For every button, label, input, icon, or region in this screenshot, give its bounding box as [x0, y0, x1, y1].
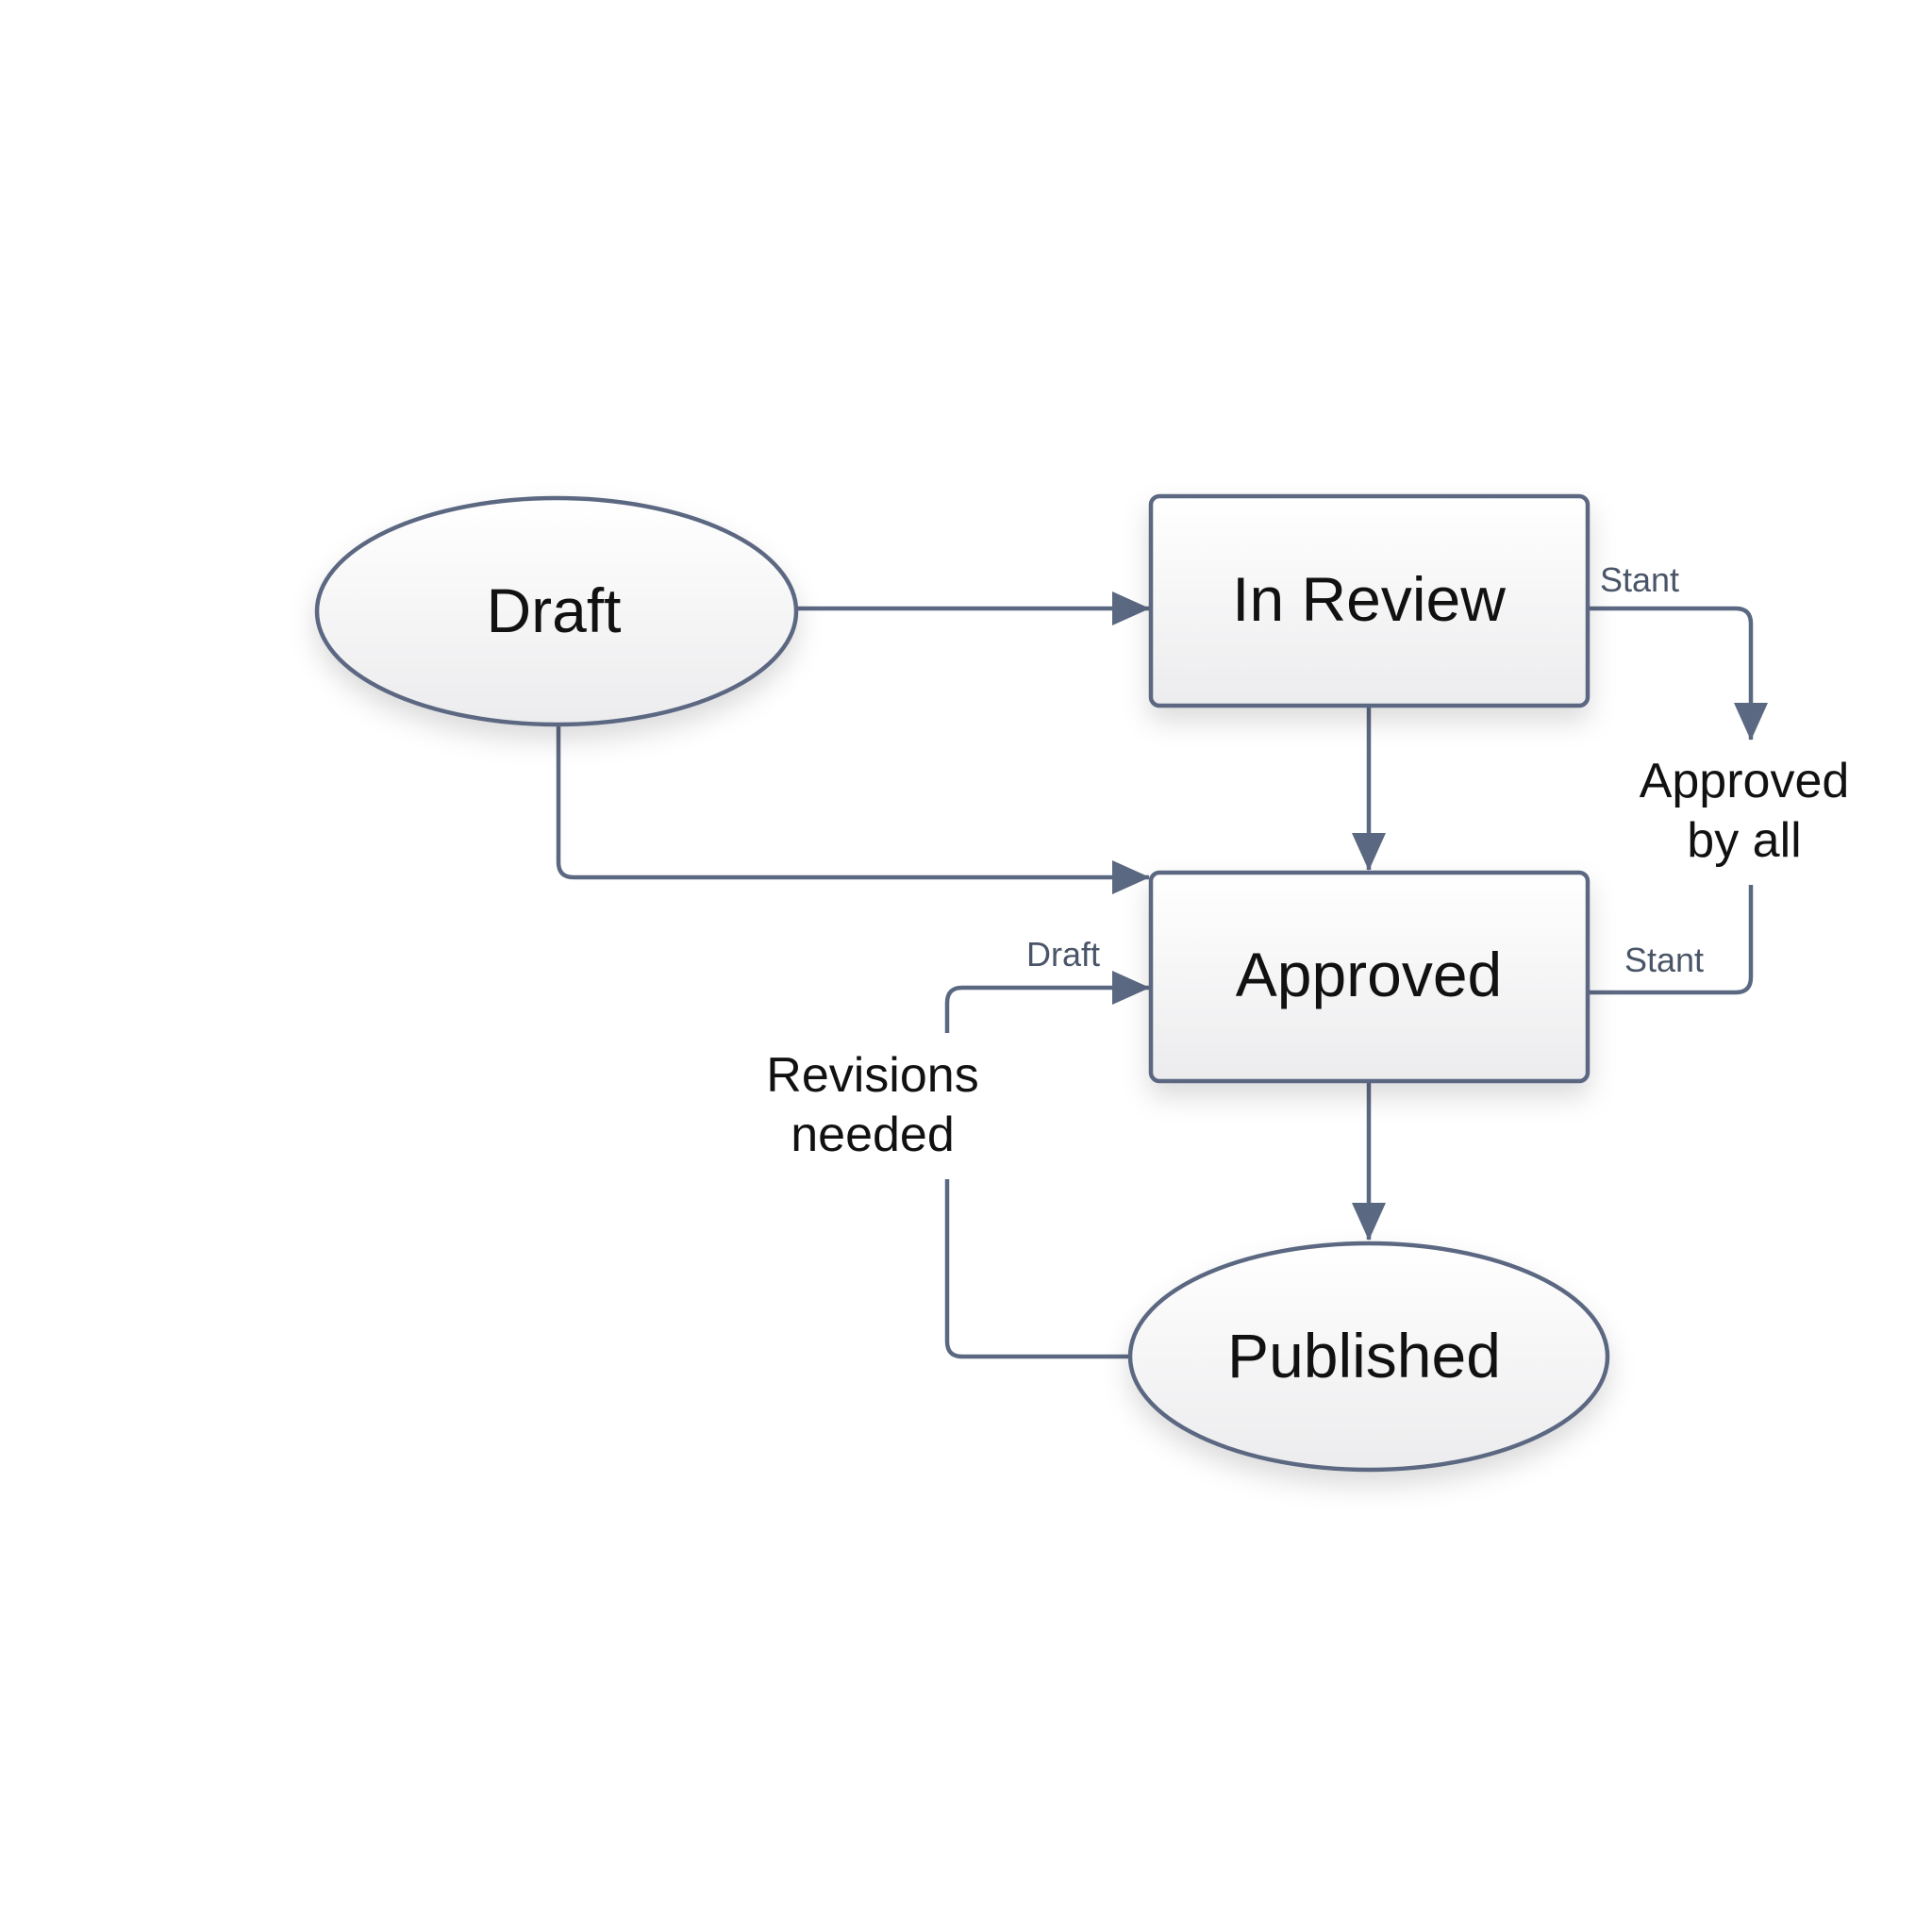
approved-by-all-line2: by all — [1687, 813, 1801, 868]
edge-label-approved-by-all: Approved by all — [1640, 754, 1850, 868]
node-approved[interactable]: Approved — [1148, 870, 1591, 1084]
edge-published-to-approved — [944, 1179, 1128, 1359]
in-review-box — [1148, 493, 1591, 708]
node-in-review[interactable]: In Review — [1148, 493, 1591, 708]
edge-draft-to-approved — [556, 724, 1150, 894]
edge-revisions-to-approved — [944, 971, 1150, 1033]
approved-by-all-line1: Approved — [1640, 754, 1850, 808]
node-published[interactable]: Published — [1127, 1241, 1610, 1473]
draft-label: Draft — [486, 575, 621, 645]
revisions-needed-line1: Revisions — [766, 1048, 978, 1103]
connectors — [556, 591, 1768, 1359]
edge-in-review-approved-by-all — [1588, 606, 1768, 741]
node-draft[interactable]: Draft — [314, 495, 799, 727]
in-review-label: In Review — [1232, 564, 1506, 634]
published-label: Published — [1227, 1321, 1501, 1391]
edge-label-revisions-needed: Revisions needed — [766, 1048, 978, 1162]
draft-ellipse — [314, 495, 799, 727]
tag-approved-start: Stant — [1624, 941, 1704, 979]
revisions-needed-line2: needed — [791, 1108, 955, 1162]
published-ellipse — [1127, 1241, 1610, 1473]
approved-box — [1148, 870, 1591, 1084]
tag-approved-draft: Draft — [1026, 935, 1100, 974]
approved-label: Approved — [1236, 940, 1503, 1009]
tag-in-review-start: Stant — [1600, 560, 1679, 599]
edge-approved-right-loop — [1588, 885, 1754, 995]
